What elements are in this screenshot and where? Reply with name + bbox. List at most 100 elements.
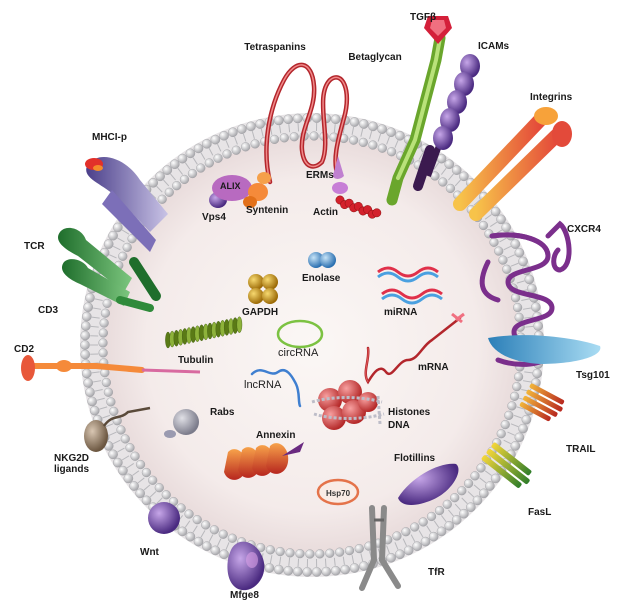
lipid-head	[246, 122, 255, 131]
lipid-head	[350, 563, 359, 572]
lipid-head	[429, 532, 438, 541]
lipid-head	[525, 275, 534, 284]
lipid-head	[118, 252, 127, 261]
label-vps4: Vps4	[202, 212, 226, 223]
lipid-head	[82, 312, 91, 321]
lipid-head	[513, 303, 522, 312]
lipid-head	[201, 521, 210, 530]
lipid-head	[410, 523, 419, 532]
lipid-head	[443, 500, 452, 509]
lipid-head	[228, 534, 237, 543]
lipid-head	[387, 147, 396, 156]
lipid-head	[109, 407, 118, 416]
lipid-head	[322, 567, 331, 576]
lipid-head	[395, 550, 404, 559]
lipid-head	[464, 479, 473, 488]
lipid-head	[345, 546, 354, 555]
lipid-head	[196, 164, 205, 173]
actin-bead	[373, 209, 381, 217]
lipid-head	[435, 506, 444, 515]
lipid-head	[335, 548, 344, 557]
lipid-head	[219, 530, 228, 539]
label-tsg101: Tsg101	[576, 370, 610, 381]
lipid-head	[378, 144, 387, 153]
label-alix: ALIX	[220, 181, 241, 192]
label-tfr: TfR	[428, 567, 445, 578]
lipid-head	[485, 481, 494, 490]
lipid-head	[438, 178, 447, 187]
lipid-head	[256, 119, 265, 128]
label-cd2: CD2	[14, 344, 34, 355]
lipid-head	[518, 257, 527, 266]
lipid-head	[387, 553, 396, 562]
lipid-head	[113, 223, 122, 232]
lipid-head	[180, 175, 189, 184]
lipid-head	[108, 231, 117, 240]
lipid-head	[518, 424, 527, 433]
lipid-head	[404, 546, 413, 555]
lipid-head	[284, 115, 293, 124]
label-tubulin: Tubulin	[178, 355, 213, 366]
label-betaglycan: Betaglycan	[348, 52, 401, 63]
lipid-head	[496, 215, 505, 224]
lipid-head	[306, 550, 315, 559]
label-hsp70: Hsp70	[326, 488, 350, 499]
lipid-head	[104, 239, 113, 248]
lipid-head	[512, 382, 521, 391]
lipid-head	[284, 566, 293, 575]
lipid-head	[531, 303, 540, 312]
lipid-head	[511, 293, 520, 302]
lipid-head	[162, 490, 171, 499]
lipid-head	[81, 350, 90, 359]
lipid-head	[90, 406, 99, 415]
lipid-head	[188, 169, 197, 178]
lipid-head	[446, 184, 455, 193]
lipid-head	[118, 466, 127, 475]
lipid-head	[437, 527, 446, 536]
label-rabs: Rabs	[210, 407, 234, 418]
lipid-head	[473, 496, 482, 505]
lipid-head	[102, 378, 111, 387]
lipid-head	[395, 131, 404, 140]
label-enolase: Enolase	[302, 273, 340, 284]
label-syntenin: Syntenin	[246, 205, 288, 216]
lipid-head	[499, 256, 508, 265]
lipid-head	[178, 527, 187, 536]
label-annexin: Annexin	[256, 430, 295, 441]
lipid-head	[82, 369, 91, 378]
lipid-head	[511, 239, 520, 248]
lipid-head	[84, 378, 93, 387]
lipid-head	[185, 510, 194, 519]
lipid-head	[251, 139, 260, 148]
lipid-head	[130, 481, 139, 490]
lipid-head	[293, 567, 302, 576]
lipid-head	[359, 138, 368, 147]
lipid-head	[303, 567, 312, 576]
lipid-head	[477, 464, 486, 473]
lipid-head	[205, 159, 214, 168]
lipid-head	[85, 388, 94, 397]
lipid-head	[202, 542, 211, 551]
lipid-head	[148, 476, 157, 485]
lipid-head	[457, 486, 466, 495]
lipid-head	[108, 450, 117, 459]
lipid-head	[81, 321, 90, 330]
label-mfge8: Mfge8	[230, 590, 259, 601]
lipid-head	[479, 221, 488, 230]
lipid-head	[325, 549, 334, 558]
lipid-head	[421, 537, 430, 546]
lipid-head	[158, 195, 167, 204]
lipid-head	[445, 160, 454, 169]
lipid-head	[504, 411, 513, 420]
lipid-head	[515, 433, 524, 442]
lipid-head	[117, 426, 126, 435]
lipid-head	[393, 532, 402, 541]
lipid-head	[359, 119, 368, 128]
lipid-head	[136, 489, 145, 498]
lipid-head	[237, 125, 246, 134]
lipid-head	[211, 546, 220, 555]
lipid-head	[276, 547, 285, 556]
lipid-head	[387, 128, 396, 137]
lipid-head	[522, 415, 531, 424]
lipid-head	[186, 532, 195, 541]
